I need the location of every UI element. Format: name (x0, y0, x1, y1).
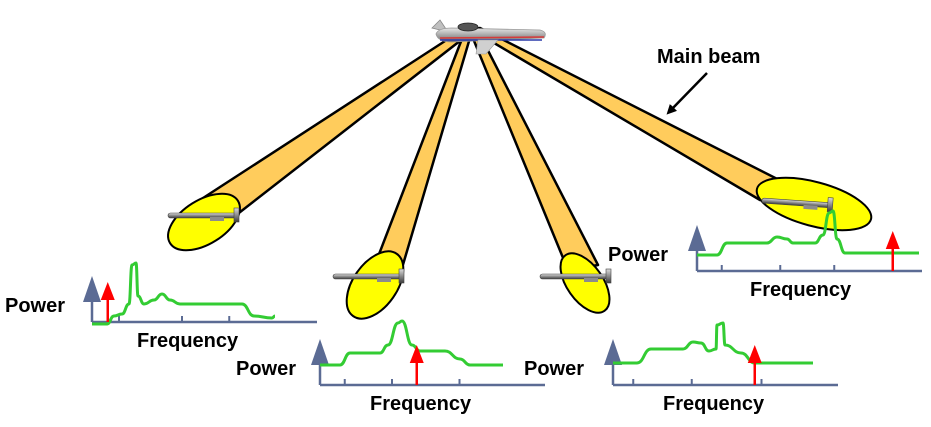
clutter-spectrum-line (92, 261, 276, 326)
target-arrowhead-icon (885, 231, 900, 249)
power-axis-arrow-icon (688, 225, 706, 251)
power-axis-arrow-icon (311, 339, 329, 365)
missile-icon (167, 207, 240, 223)
footprint-center-left (345, 250, 405, 320)
clutter-spectrum-line (697, 209, 919, 257)
missile-icon (761, 197, 834, 213)
frequency-label: Frequency (137, 330, 239, 352)
main-beam-annotation: Main beam (657, 46, 760, 115)
missile-icon (539, 268, 612, 284)
target-arrowhead-icon (747, 345, 762, 363)
airplane-icon (431, 19, 546, 55)
frequency-label: Frequency (370, 393, 472, 415)
power-label: Power (524, 358, 584, 380)
clutter-spectrum-line (320, 319, 503, 367)
power-label: Power (236, 358, 296, 380)
footprint-center-right (559, 252, 611, 314)
main-beam-label: Main beam (657, 46, 760, 68)
power-axis-arrow-icon (604, 339, 622, 365)
frequency-label: Frequency (750, 279, 852, 301)
spectra: PowerFrequencyPowerFrequencyPowerFrequen… (5, 209, 922, 415)
target-arrowhead-icon (409, 345, 424, 363)
targets (167, 197, 834, 284)
power-label: Power (5, 295, 65, 317)
footprint-left (167, 192, 241, 252)
power-label: Power (608, 244, 668, 266)
power-axis-arrow-icon (83, 276, 101, 302)
clutter-spectrum-line (612, 321, 813, 365)
frequency-label: Frequency (663, 393, 765, 415)
missile-icon (332, 268, 405, 284)
target-arrowhead-icon (100, 282, 115, 300)
main-beam-pointer-arrow (666, 72, 708, 115)
